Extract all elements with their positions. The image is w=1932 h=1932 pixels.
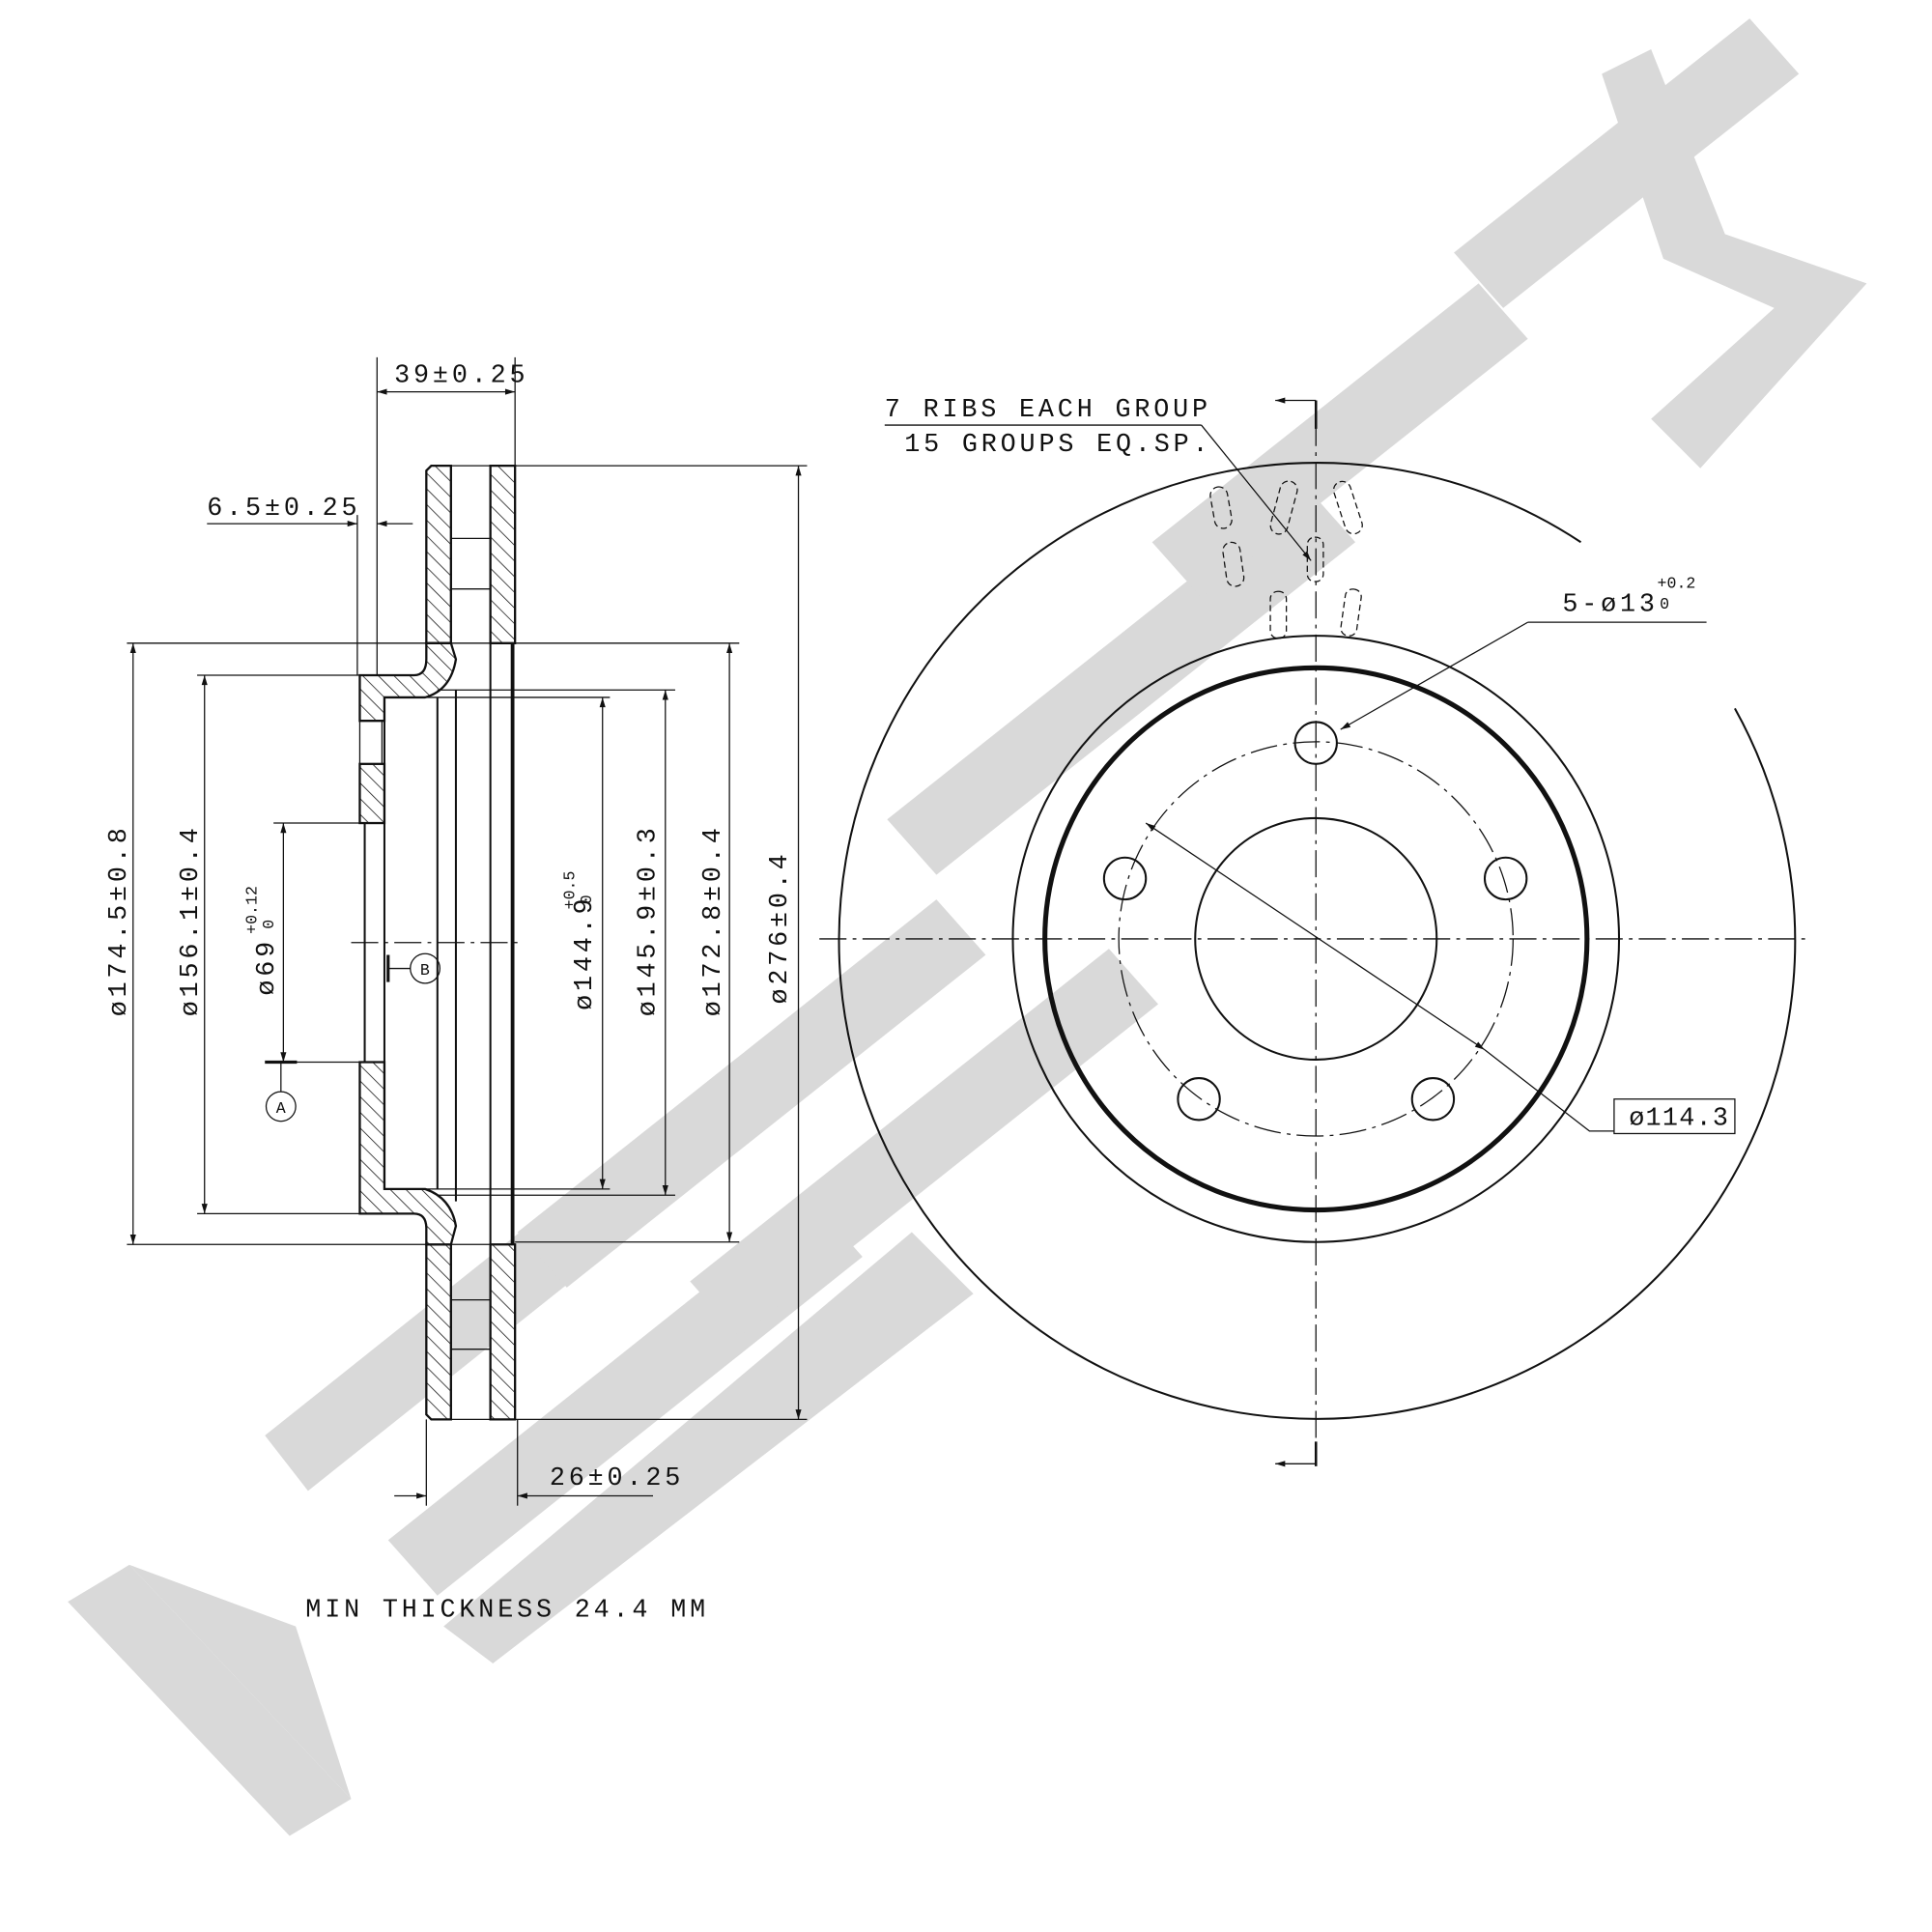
dim-hat-offset: 6.5±0.25 — [207, 495, 360, 524]
svg-text:5-ø13: 5-ø13 — [1562, 591, 1658, 620]
bolt-hole — [1102, 856, 1148, 901]
svg-text:ø144.9: ø144.9 — [571, 895, 600, 1010]
svg-text:+0.12: +0.12 — [242, 886, 261, 934]
dim-dia-69: ø69 +0.12 0 — [242, 886, 282, 996]
datum-a-symbol — [265, 1091, 297, 1122]
svg-text:0: 0 — [260, 920, 278, 929]
datum-b-label: B — [420, 961, 430, 980]
hat-section-bottom — [358, 1061, 458, 1246]
pcd-label: ø114.3 — [1629, 1105, 1729, 1134]
dim-dia-276: ø276±0.4 — [766, 850, 795, 1004]
dim-dia-144-9: ø144.9 +0.5 0 — [560, 871, 600, 1010]
svg-text:+0.2: +0.2 — [1658, 574, 1696, 592]
outer-disc-edge — [838, 462, 1797, 1420]
svg-text:0: 0 — [1660, 595, 1669, 613]
watermark-logo — [68, 18, 1867, 1836]
svg-text:0: 0 — [578, 895, 596, 904]
bolt-hole — [1410, 1077, 1456, 1122]
dim-dia-174-5: ø174.5±0.8 — [105, 824, 134, 1016]
side-section-view: 39±0.25 6.5±0.25 26±0.25 ø1 — [105, 356, 808, 1625]
hat-wall-upper — [358, 762, 386, 825]
dim-dia-172-8: ø172.8±0.4 — [699, 824, 728, 1016]
svg-text:ø69: ø69 — [253, 938, 282, 996]
datum-a-label: A — [276, 1099, 286, 1118]
ribs-note-line1: 7 RIBS EACH GROUP — [885, 396, 1211, 425]
datum-b-symbol — [410, 952, 440, 984]
hat-section-top — [358, 641, 458, 723]
svg-text:+0.5: +0.5 — [560, 871, 579, 910]
min-thickness-note: MIN THICKNESS 24.4 MM — [305, 1596, 709, 1625]
dim-overall-width: 39±0.25 — [394, 361, 528, 390]
dim-disc-thickness: 26±0.25 — [550, 1464, 684, 1493]
bolt-hole — [1177, 1077, 1221, 1122]
dim-dia-156-1: ø156.1±0.4 — [177, 824, 206, 1016]
bolt-hole — [1483, 856, 1528, 901]
inner-plate-bottom — [489, 1243, 517, 1421]
ribs-note-line2: 15 GROUPS EQ.SP. — [904, 431, 1211, 460]
outer-plate-bottom — [425, 1243, 452, 1421]
bolt-hole-callout: 5-ø13 +0.2 0 — [1562, 574, 1695, 619]
outer-plate-top — [425, 464, 452, 644]
front-view: 7 RIBS EACH GROUP 15 GROUPS EQ.SP. 5-ø13… — [819, 396, 1811, 1467]
inner-plate-top — [489, 464, 517, 644]
pcd-box — [1613, 1098, 1736, 1135]
dim-dia-145-9: ø145.9±0.3 — [634, 824, 663, 1016]
